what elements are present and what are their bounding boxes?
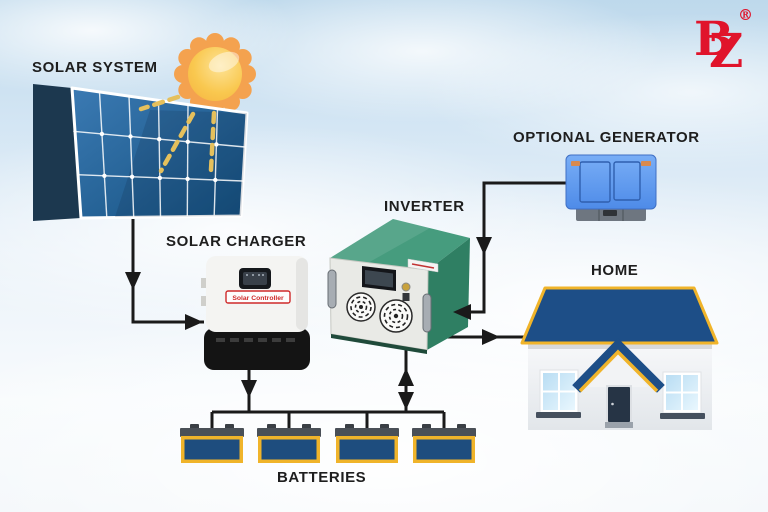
battery xyxy=(257,424,321,463)
label-home: HOME xyxy=(591,262,639,279)
logo-letter-b: B xyxy=(694,12,734,67)
label-inverter: INVERTER xyxy=(384,198,465,215)
arrowheads xyxy=(125,237,500,410)
arrow-right-icon xyxy=(482,329,500,345)
home-illustration xyxy=(520,286,719,430)
arrow-down-icon xyxy=(476,237,492,255)
solar-charger-device: Solar Controller xyxy=(201,256,310,370)
fan-icon xyxy=(346,292,376,322)
wire-panel-to-charger xyxy=(131,219,204,324)
label-solar-system: SOLAR SYSTEM xyxy=(32,59,158,76)
label-batteries: BATTERIES xyxy=(277,469,367,486)
arrow-right-icon xyxy=(185,314,203,330)
arrow-left-icon xyxy=(453,304,471,320)
battery xyxy=(180,424,244,463)
generator-device xyxy=(565,154,657,221)
battery-bank xyxy=(180,424,476,463)
battery xyxy=(412,424,476,463)
window xyxy=(660,371,705,419)
inverter-device xyxy=(327,219,470,354)
arrow-down-icon xyxy=(125,272,141,290)
sun-rays xyxy=(138,94,217,174)
arrow-down-icon xyxy=(241,380,257,398)
label-solar-charger: SOLAR CHARGER xyxy=(166,233,307,250)
arrow-down-icon xyxy=(398,392,414,410)
brand-logo: B Z ® xyxy=(694,8,758,82)
battery xyxy=(335,424,399,463)
logo-letter-z: Z xyxy=(709,24,744,79)
solar-panel xyxy=(33,84,249,221)
sun-icon xyxy=(174,33,256,115)
svg-text:Solar Controller: Solar Controller xyxy=(232,295,284,302)
door xyxy=(608,387,630,422)
arrow-up-icon xyxy=(398,368,414,386)
label-optional-generator: OPTIONAL GENERATOR xyxy=(513,129,700,146)
window xyxy=(536,369,581,418)
wire-battery-bus xyxy=(210,410,446,428)
controller-badge: Solar Controller xyxy=(225,290,291,304)
registered-trademark-icon: ® xyxy=(738,6,753,24)
fan-icon xyxy=(379,299,413,333)
